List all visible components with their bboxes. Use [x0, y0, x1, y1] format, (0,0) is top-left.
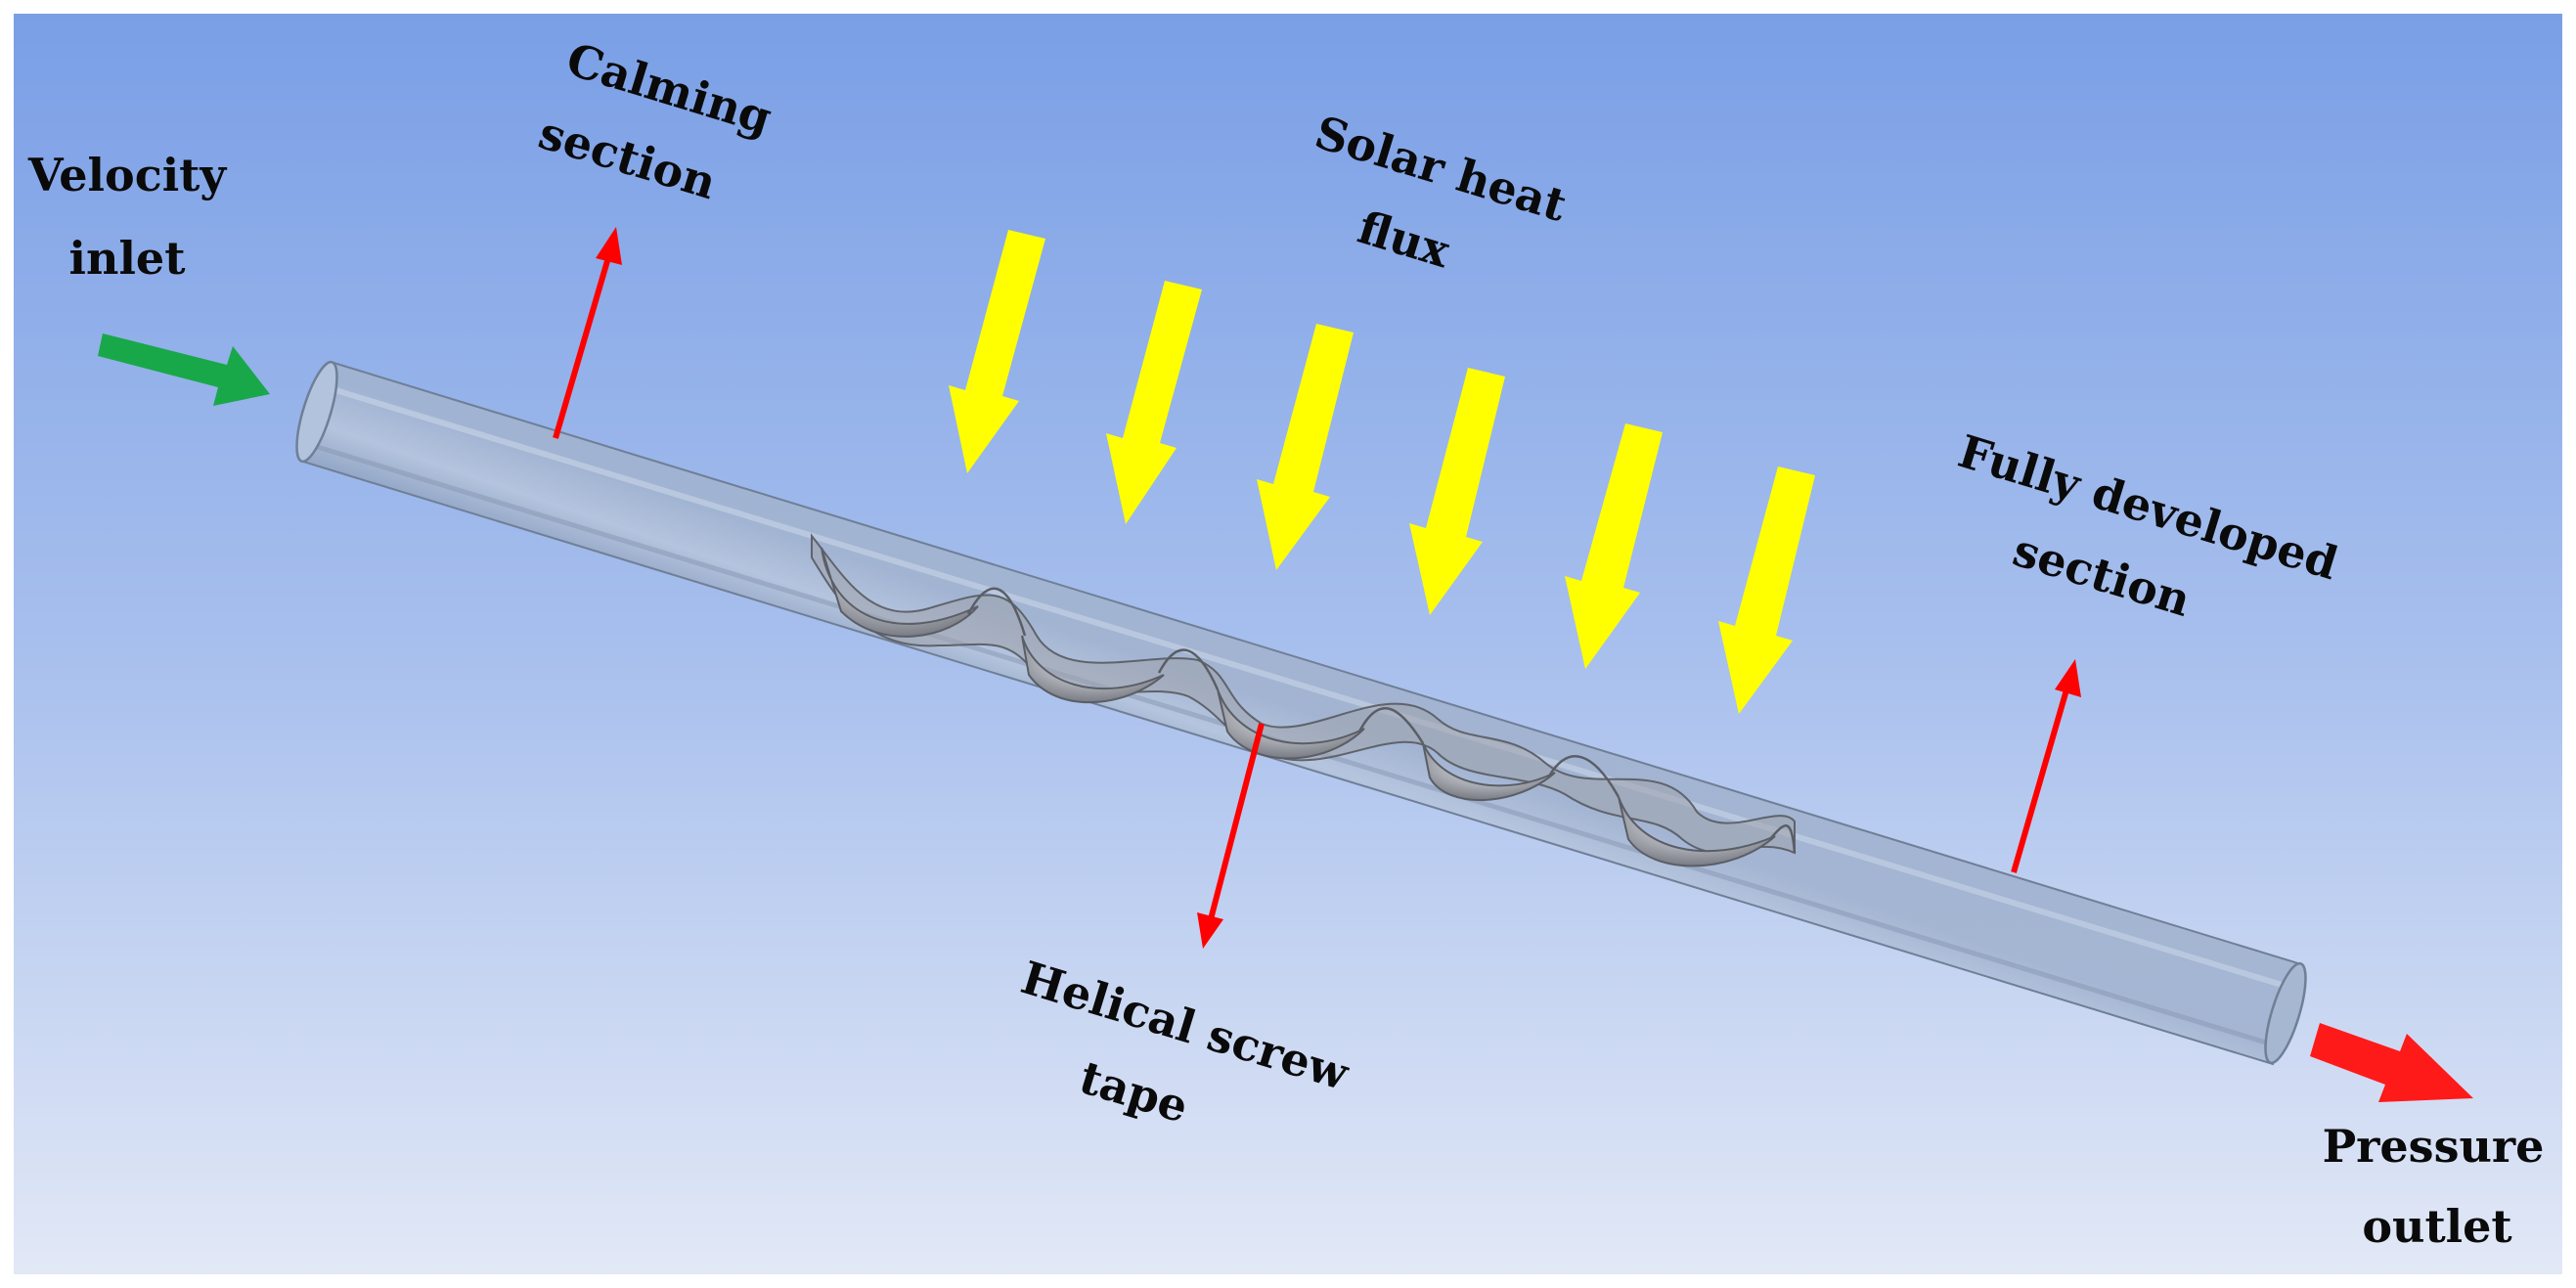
- outlet-arrow-icon: [2310, 1023, 2473, 1102]
- helical-tape-leader: [1197, 723, 1265, 949]
- red-leader-arrow-icon: [2055, 659, 2081, 697]
- label-pressure-outlet: Pressure outlet: [2323, 1120, 2545, 1253]
- solar-arrow-icon: [949, 230, 1045, 473]
- solar-arrow-icon: [1409, 368, 1505, 615]
- red-leader-arrow-icon: [1197, 912, 1223, 949]
- solar-arrow-icon: [1257, 324, 1354, 570]
- label-velocity-inlet: Velocity inlet: [27, 149, 228, 285]
- leader-arrows: [553, 227, 2081, 949]
- tape-twist-4: [1548, 755, 1621, 798]
- inlet-arrow-icon: [98, 333, 270, 406]
- velocity-inlet-line-1: Velocity: [27, 149, 228, 201]
- tape-twist-5: [1769, 824, 1797, 854]
- tape-twist-3: [1357, 706, 1425, 744]
- helical-screw-tape: [811, 533, 1797, 867]
- pipe-inlet-face: [295, 360, 338, 464]
- tape-twist-1: [966, 587, 1027, 637]
- solar-arrow-icon: [1565, 423, 1663, 669]
- solar-arrow-icon: [1718, 466, 1815, 714]
- solar-heat-flux-arrows: [949, 230, 1815, 714]
- red-leader-arrow-icon: [596, 227, 622, 265]
- velocity-inlet-line-2: inlet: [69, 232, 187, 285]
- tape-twist-2: [1157, 648, 1220, 690]
- tape-lobe-5: [1618, 796, 1776, 867]
- fully-developed-leader: [2011, 659, 2081, 873]
- tape-lobe-4: [1422, 742, 1556, 802]
- pipe-highlight: [322, 383, 2292, 991]
- pipe-outlet-face: [2264, 961, 2307, 1065]
- calming-section-leader: [553, 227, 622, 439]
- pressure-outlet-line-2: outlet: [2362, 1200, 2512, 1253]
- tape-lobe-2: [1021, 635, 1165, 704]
- pressure-outlet-line-1: Pressure: [2323, 1120, 2545, 1173]
- viewport-background: [14, 14, 2562, 1274]
- tape-lobe-1: [821, 547, 979, 638]
- solar-arrow-icon: [1106, 281, 1202, 524]
